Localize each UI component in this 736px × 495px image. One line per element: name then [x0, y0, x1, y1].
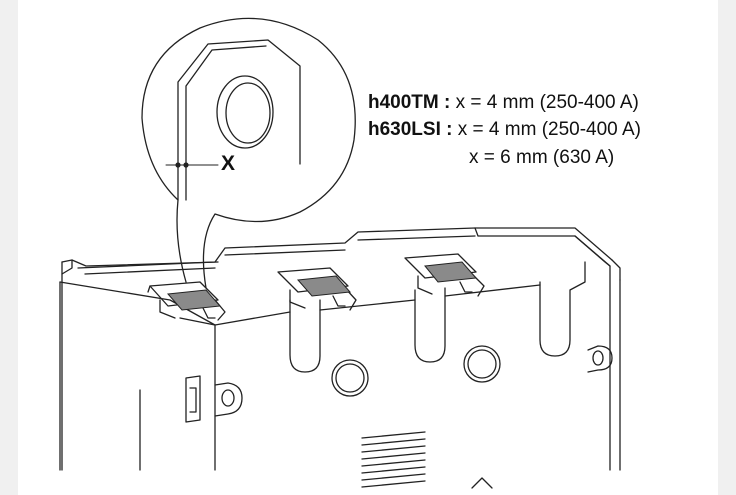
terminal-pad [296, 275, 352, 297]
mounting-hole [331, 359, 369, 397]
magnifier-callout [141, 17, 356, 289]
circuit-breaker-body [59, 227, 621, 489]
terminal-pad [424, 261, 478, 283]
spec-line-h630lsi: h630LSI : x = 4 mm (250-400 A) [368, 118, 641, 142]
spec-model: h630LSI : [368, 119, 453, 140]
spec-line-h400tm: h400TM : x = 4 mm (250-400 A) [368, 91, 639, 115]
mounting-hole [463, 345, 501, 383]
dimension-dot [175, 162, 181, 168]
terminal-pole-1 [147, 281, 226, 321]
dimension-dot [183, 162, 189, 168]
spec-value: x = 6 mm (630 A) [469, 147, 615, 168]
diagram-panel [18, 0, 718, 495]
spec-value: x = 4 mm (250-400 A) [455, 92, 639, 113]
spec-value: x = 4 mm (250-400 A) [457, 119, 641, 140]
spec-model: h400TM : [368, 92, 451, 113]
spec-line-h630lsi-630a: x = 6 mm (630 A) [469, 146, 614, 170]
dimension-x-label: X [221, 152, 236, 175]
terminal-pad [166, 289, 222, 311]
